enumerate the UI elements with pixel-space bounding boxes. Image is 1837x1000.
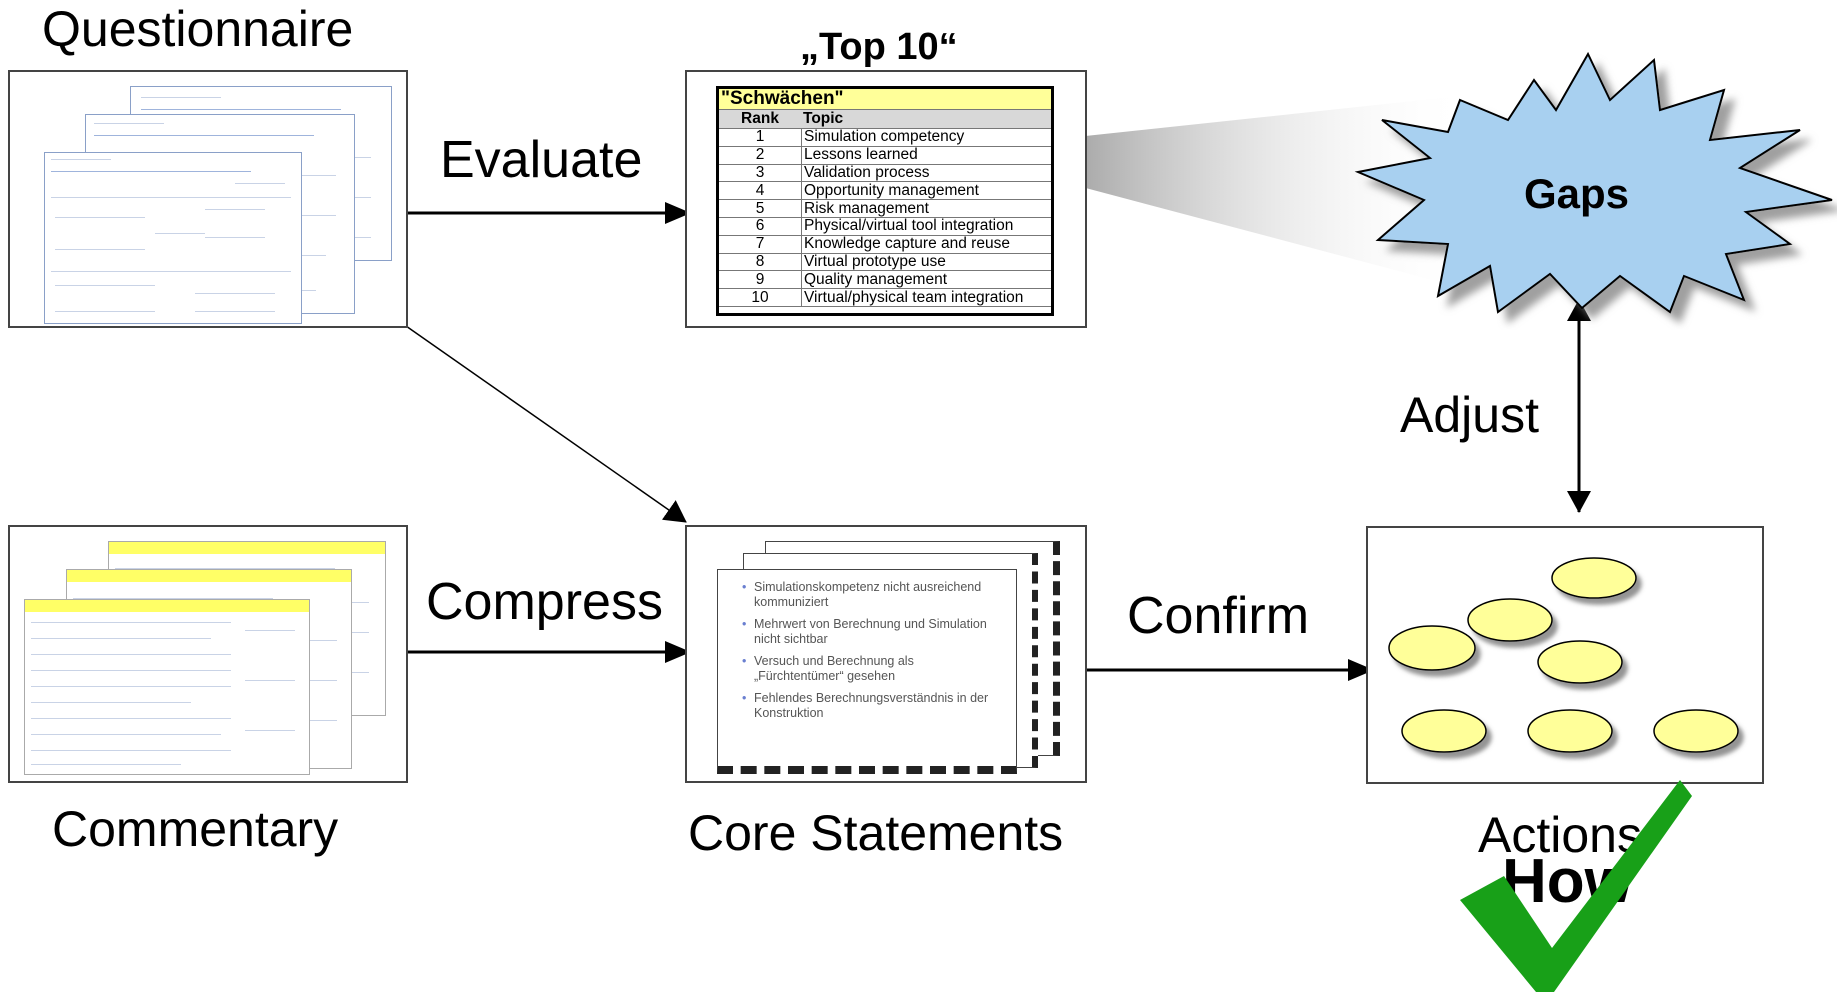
rank-column-header: Rank	[741, 110, 779, 127]
commentary-sheet-front	[24, 599, 310, 775]
topic-cell: Physical/virtual tool integration	[801, 217, 1051, 236]
core-bullet-text: Fehlendes Berechnungsverständnis in der …	[754, 691, 989, 720]
topic-cell: Lessons learned	[801, 146, 1051, 165]
gaps-starburst[interactable]	[1320, 40, 1837, 330]
action-ellipse	[1401, 709, 1487, 753]
topic-cell: Quality management	[801, 270, 1051, 290]
adjust-label: Adjust	[1400, 387, 1539, 443]
core-bullet: • Fehlendes Berechnungsverständnis in der…	[742, 691, 1006, 721]
rank-cell: 2	[719, 146, 802, 165]
rank-cell: 3	[719, 164, 802, 183]
topic-column-header: Topic	[803, 110, 844, 127]
topic-cell: Simulation competency	[801, 129, 1051, 147]
rank-cell: 1	[719, 129, 802, 147]
core-bullet-list: • Simulationskompetenz nicht ausreichend …	[742, 580, 1006, 721]
actions-ellipses	[1388, 557, 1739, 753]
questionnaire-label: Questionnaire	[42, 1, 354, 57]
top10-table-title: "Schwächen"	[719, 89, 1051, 110]
gaps-beam	[1048, 95, 1470, 290]
checkmark-icon	[1460, 780, 1692, 992]
core-sheet-front: • Simulationskompetenz nicht ausreichend …	[717, 569, 1017, 774]
core-bullet-text: Versuch und Berechnung als „Fürchtentüme…	[754, 654, 914, 683]
bullet-icon: •	[742, 691, 747, 705]
questionnaire-sheet-front	[44, 152, 302, 324]
bullet-icon: •	[742, 580, 747, 594]
action-ellipse	[1537, 640, 1623, 684]
core-bullet: • Simulationskompetenz nicht ausreichend …	[742, 580, 1006, 610]
core-bullet: • Versuch und Berechnung als „Fürchtentüm…	[742, 654, 1006, 684]
action-ellipse	[1527, 709, 1613, 753]
gaps-label: Gaps	[1524, 170, 1630, 217]
top10-label: „Top 10“	[800, 26, 958, 68]
core-bullet-text: Simulationskompetenz nicht ausreichend k…	[754, 580, 982, 609]
commentary-label: Commentary	[52, 801, 339, 857]
rank-cell: 10	[719, 288, 802, 307]
topic-cell: Virtual prototype use	[801, 253, 1051, 272]
rank-cell: 4	[719, 181, 802, 201]
actions-label: Actions	[1478, 807, 1642, 863]
topic-cell: Virtual/physical team integration	[801, 288, 1051, 307]
core-bullet-text: Mehrwert von Berechnung und Simulation n…	[754, 617, 987, 646]
questionnaire-to-core-arrow	[405, 325, 687, 523]
core-statements-box[interactable]: • Simulationskompetenz nicht ausreichend …	[685, 525, 1087, 783]
bullet-icon: •	[742, 617, 747, 631]
action-ellipse	[1551, 557, 1637, 599]
rank-cell: 8	[719, 253, 802, 272]
rank-cell: 6	[719, 217, 802, 236]
rank-cell: 7	[719, 235, 802, 254]
action-ellipse	[1388, 625, 1476, 671]
topic-cell: Validation process	[801, 164, 1051, 183]
core-statements-label: Core Statements	[688, 805, 1064, 861]
rank-cell: 9	[719, 270, 802, 290]
topic-cell: Knowledge capture and reuse	[801, 235, 1051, 254]
action-ellipse	[1653, 709, 1739, 753]
core-bullet: • Mehrwert von Berechnung und Simulation …	[742, 617, 1006, 647]
actions-box[interactable]	[1366, 526, 1764, 784]
topic-cell: Opportunity management	[801, 181, 1051, 201]
compress-label: Compress	[426, 573, 663, 631]
top10-table-header: Rank Topic	[719, 110, 1051, 129]
confirm-label: Confirm	[1127, 587, 1310, 645]
topic-cell: Risk management	[801, 199, 1051, 218]
commentary-box[interactable]	[8, 525, 408, 783]
evaluate-label: Evaluate	[440, 131, 643, 189]
rank-cell: 5	[719, 199, 802, 218]
gaps-star-shape	[1354, 51, 1833, 314]
questionnaire-box[interactable]	[8, 70, 408, 328]
action-ellipse	[1467, 598, 1553, 642]
bullet-icon: •	[742, 654, 747, 668]
